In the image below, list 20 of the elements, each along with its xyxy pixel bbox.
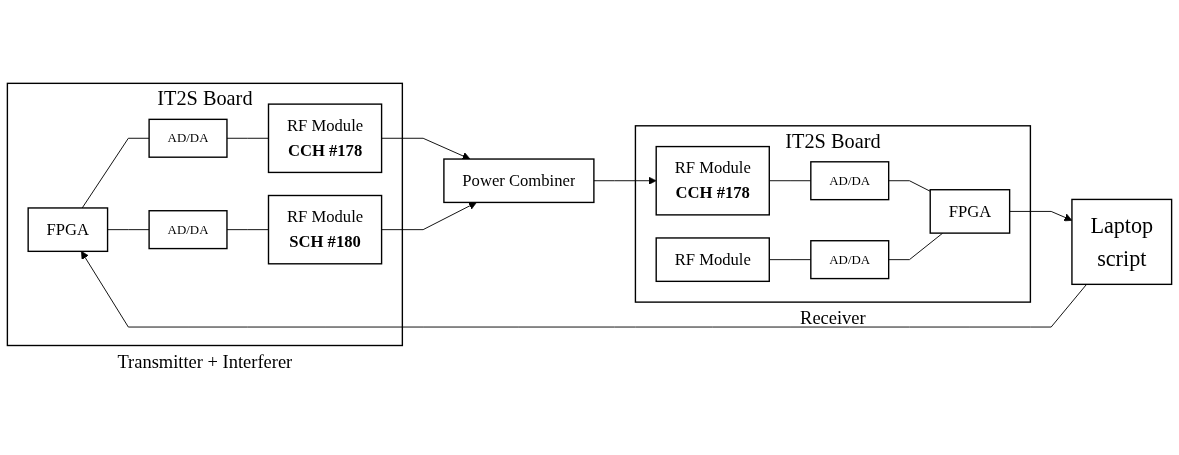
node-box: Laptop script <box>1071 198 1173 286</box>
node-box: AD/DA <box>148 118 228 158</box>
node-box: Power Combiner <box>443 158 595 204</box>
node-box: FPGA <box>929 189 1011 234</box>
node-box: AD/DA <box>810 240 890 280</box>
connector <box>888 180 931 192</box>
node-box: RF Module CCH #178 <box>655 145 770 216</box>
board-caption: Receiver <box>800 308 866 329</box>
node-box: AD/DA <box>810 161 890 201</box>
node-box: FPGA <box>27 207 109 253</box>
connector <box>107 229 150 231</box>
node-box: RF Module SCH #180 <box>267 194 383 265</box>
board-caption: Transmitter + Interferer <box>117 351 293 372</box>
node-box: RF Module <box>655 237 770 283</box>
connector <box>226 137 269 139</box>
node-box: AD/DA <box>148 210 228 250</box>
node-box: RF Module CCH #178 <box>267 103 383 174</box>
connector <box>81 137 150 209</box>
connector <box>226 229 269 231</box>
connector <box>888 232 944 261</box>
